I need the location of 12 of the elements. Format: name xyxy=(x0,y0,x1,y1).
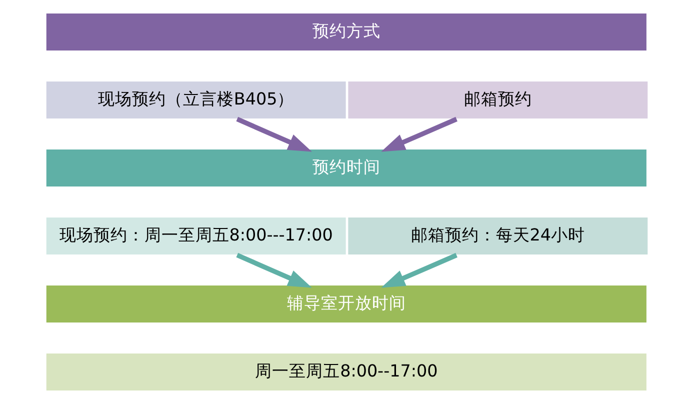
node-box: 邮箱预约：每天24小时 xyxy=(346,216,648,256)
node-box: 预约方式 xyxy=(44,12,648,52)
node-box: 现场预约：周一至周五8:00---17:00 xyxy=(44,216,346,256)
node-box: 周一至周五8:00--17:00 xyxy=(44,352,648,392)
node-box: 辅导室开放时间 xyxy=(44,284,648,324)
node-box: 现场预约（立言楼B405） xyxy=(44,80,346,120)
arrow xyxy=(380,116,457,152)
arrow xyxy=(380,252,457,288)
arrow xyxy=(236,116,312,152)
node-box: 邮箱预约 xyxy=(346,80,648,120)
arrow xyxy=(236,252,312,288)
node-box: 预约时间 xyxy=(44,148,648,188)
